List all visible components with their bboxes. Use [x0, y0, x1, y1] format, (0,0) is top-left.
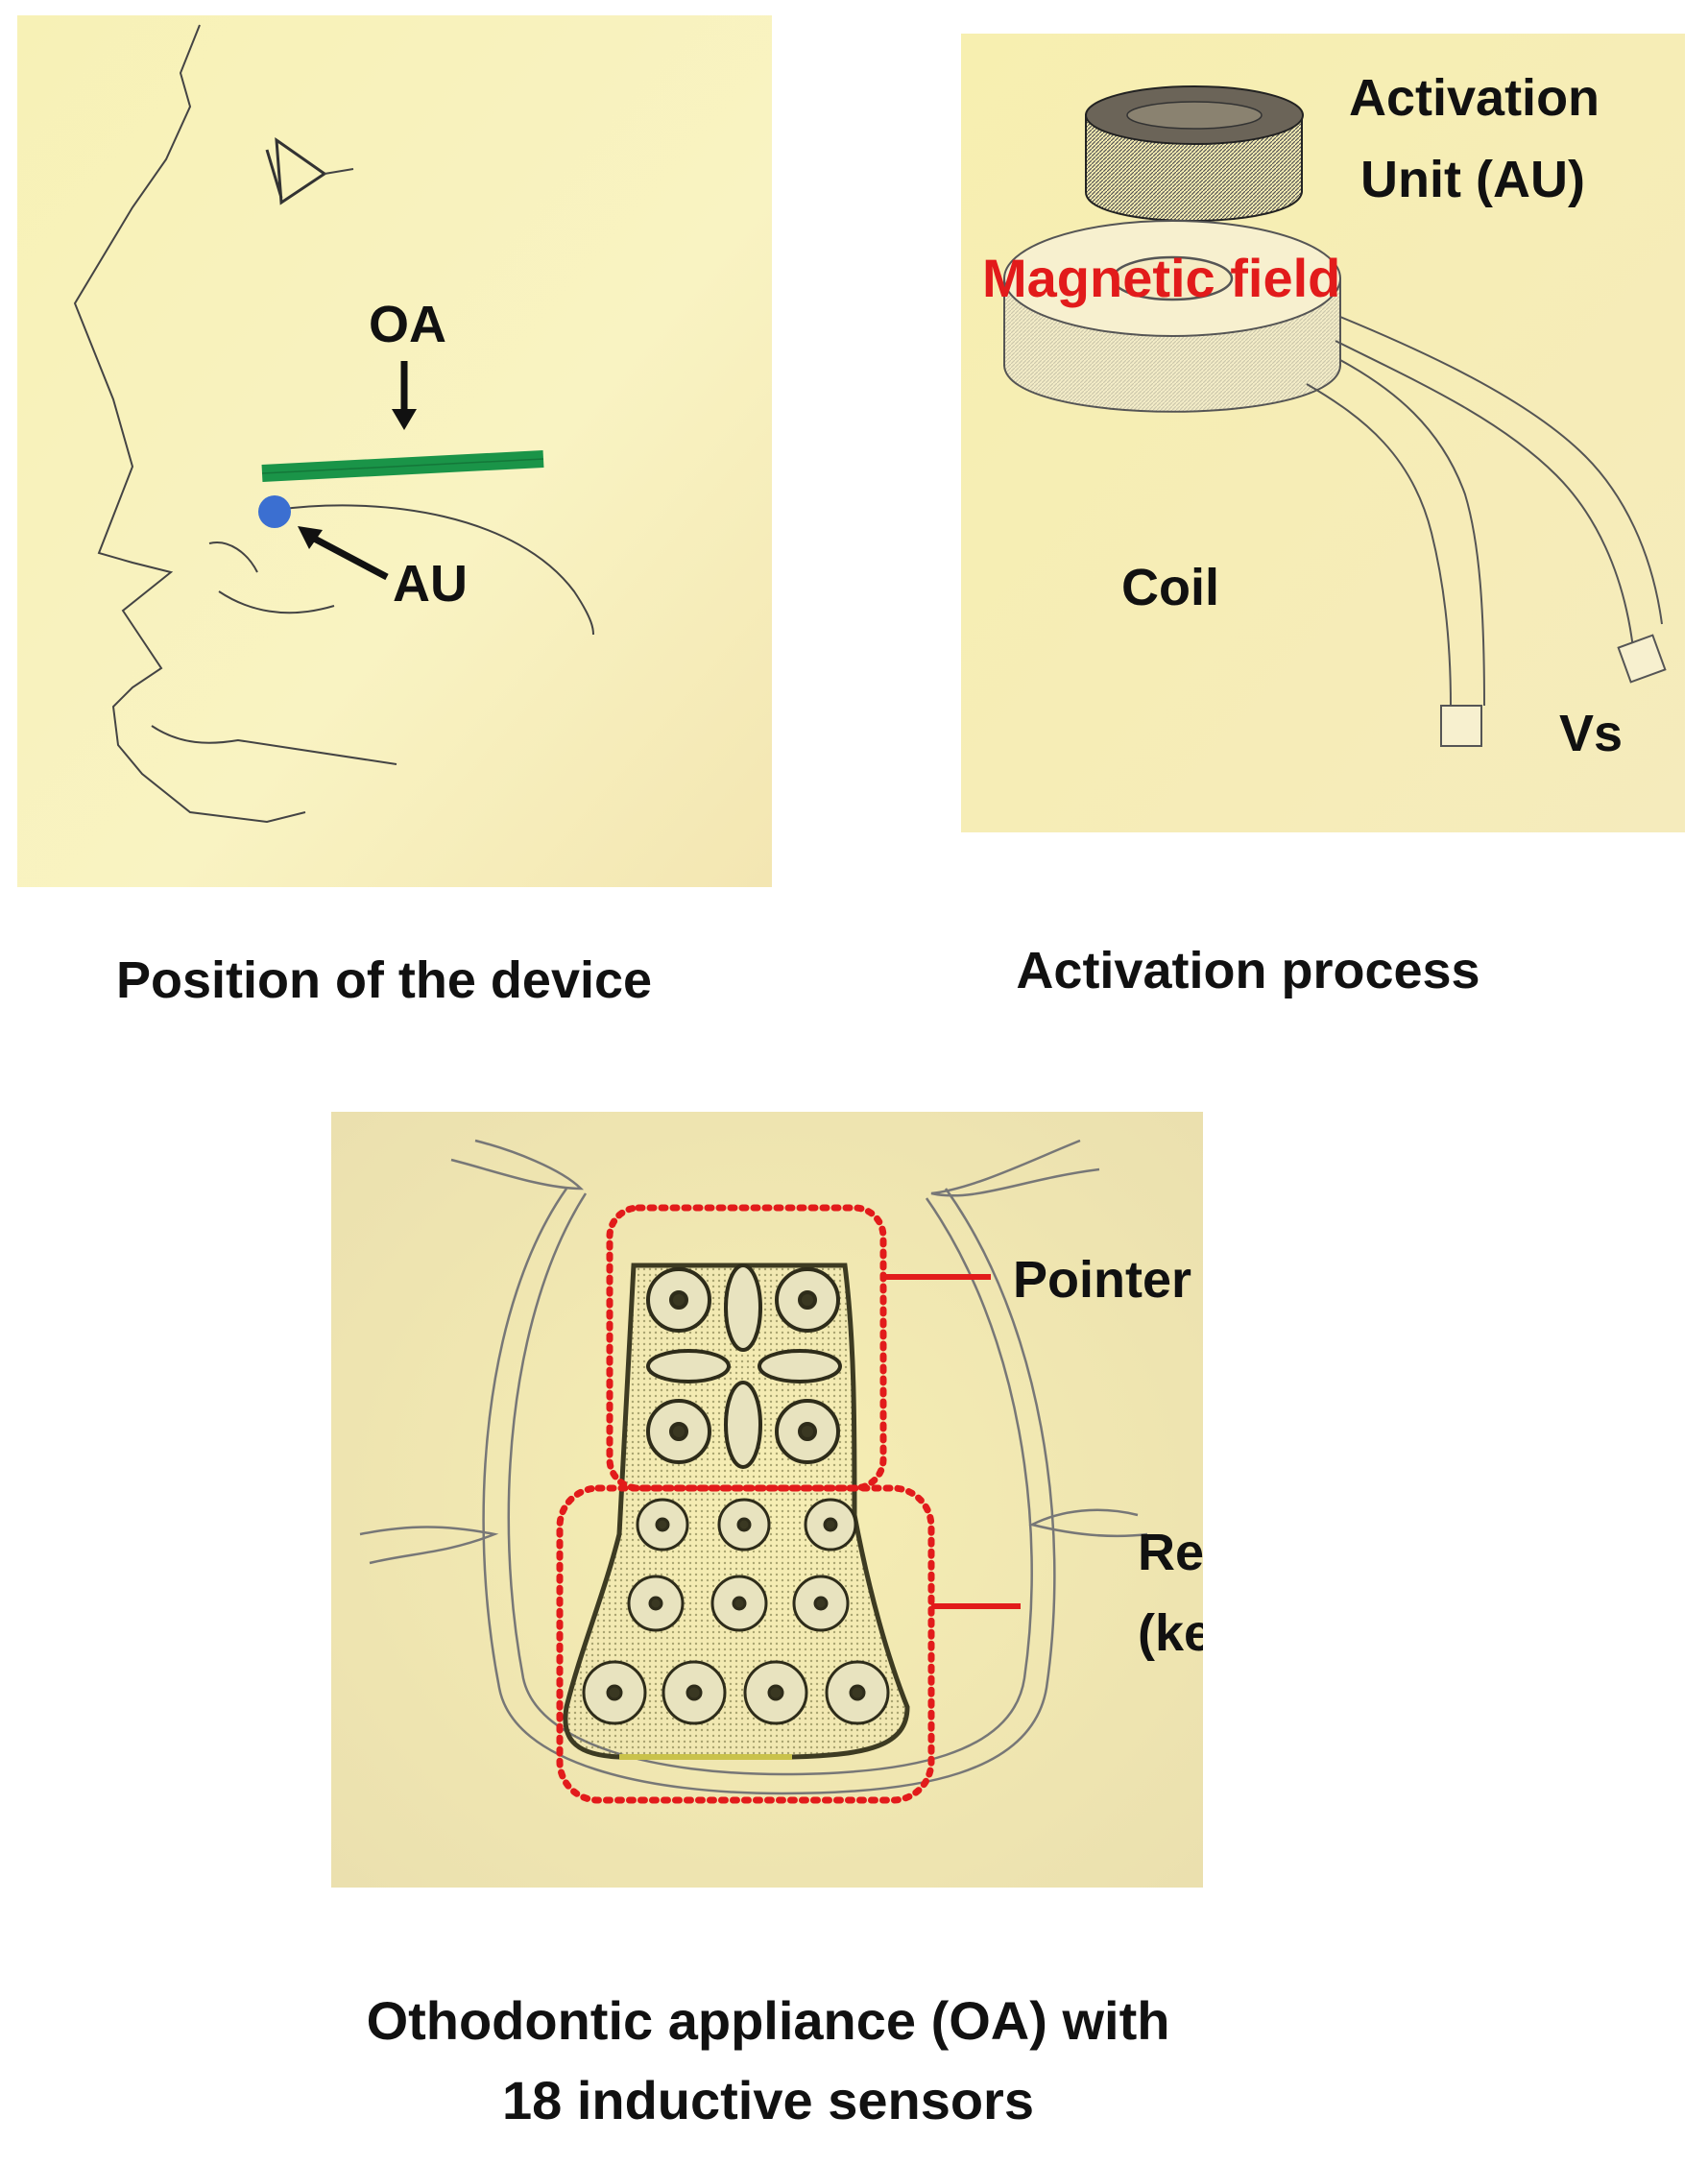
- coil-sketch: [961, 34, 1685, 832]
- appliance-caption-line2: 18 inductive sensors: [501, 2070, 1034, 2130]
- activation-unit-label-line2: Unit (AU): [1360, 151, 1585, 208]
- activation-process-panel: Activation Unit (AU) Magnetic field Coil…: [961, 34, 1685, 832]
- jaw-curve: [276, 504, 594, 636]
- face-sketch: [17, 15, 772, 887]
- activation-process-caption: Activation process: [1016, 942, 1480, 999]
- pointer-label: Pointer (mouse-like): [1013, 1251, 1203, 1309]
- appliance-sketch: [331, 1112, 1203, 1888]
- magnetic-field-label: Magnetic field: [982, 248, 1341, 308]
- rearmost-panel-label-line2: (keyboard-like): [1138, 1604, 1203, 1662]
- activation-unit-sketch: [1085, 85, 1304, 222]
- keyboard-sensors: [582, 1498, 890, 1725]
- appliance-panel: Pointer (mouse-like) Rearmost panel (key…: [331, 1112, 1203, 1888]
- appliance-caption-line1: Othodontic appliance (OA) with: [366, 1990, 1170, 2051]
- au-arrow: [303, 530, 389, 581]
- au-label: AU: [393, 555, 468, 613]
- device-position-panel: OA AU: [17, 15, 772, 887]
- coil-wires: [1306, 316, 1667, 747]
- eye-sketch: [265, 136, 327, 205]
- device-position-caption: Position of the device: [115, 951, 653, 1009]
- rearmost-panel-label-line1: Rearmost panel: [1138, 1524, 1203, 1581]
- au-dot: [258, 495, 291, 528]
- face-profile-line: [73, 24, 306, 824]
- pointer-sensors: [646, 1263, 842, 1469]
- activation-unit-label-line1: Activation: [1349, 69, 1600, 127]
- coil-label: Coil: [1121, 559, 1219, 616]
- coil-sketch-ring: [1003, 220, 1341, 413]
- vs-label: Vs: [1559, 705, 1624, 762]
- palate-outline: [359, 1139, 1148, 1795]
- keyboard-highlight-box: [556, 1484, 935, 1804]
- oa-label: OA: [369, 296, 446, 353]
